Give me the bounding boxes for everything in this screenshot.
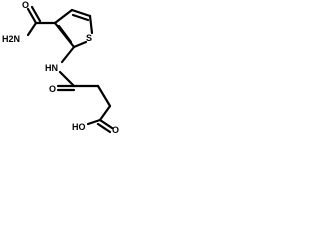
carboxamide-group [26, 5, 57, 37]
label-acid-oxygen: O [112, 125, 119, 135]
bond-c4-c5 [70, 8, 92, 18]
bond-camide-o [26, 7, 38, 25]
bond-cooh-o-double [96, 122, 112, 134]
bond-chain-2 [96, 84, 112, 108]
label-thiophene-sulfur: S [86, 33, 92, 43]
label-amide-nh2: H2N [2, 34, 20, 44]
label-acid-hydroxyl: HO [72, 122, 86, 132]
carboxylic-acid-group [86, 118, 114, 134]
bond-c5-s [88, 14, 94, 35]
bond-c3-c4 [53, 8, 74, 25]
bond-c2-c3-double [57, 24, 73, 44]
label-keto-oxygen: O [49, 84, 56, 94]
bond-camide-o-double [30, 5, 42, 23]
label-amide-oxygen: O [22, 0, 29, 10]
bond-chain-3 [98, 104, 112, 122]
amide-linker [56, 45, 76, 92]
bond-camide-n [26, 21, 38, 37]
alkyl-chain [72, 84, 112, 122]
label-linker-nh: HN [45, 63, 58, 73]
chemical-structure-diagram: H2N O S HN O O HO [2, 0, 119, 135]
bond-c4-c5-double [71, 13, 90, 22]
bond-c2-nh [60, 45, 76, 64]
bond-s-c2 [72, 40, 88, 49]
bond-cooh-o [98, 118, 114, 130]
thiophene-ring [53, 8, 94, 49]
bond-cooh-oh [86, 118, 102, 126]
bond-nh-cco [58, 70, 76, 88]
